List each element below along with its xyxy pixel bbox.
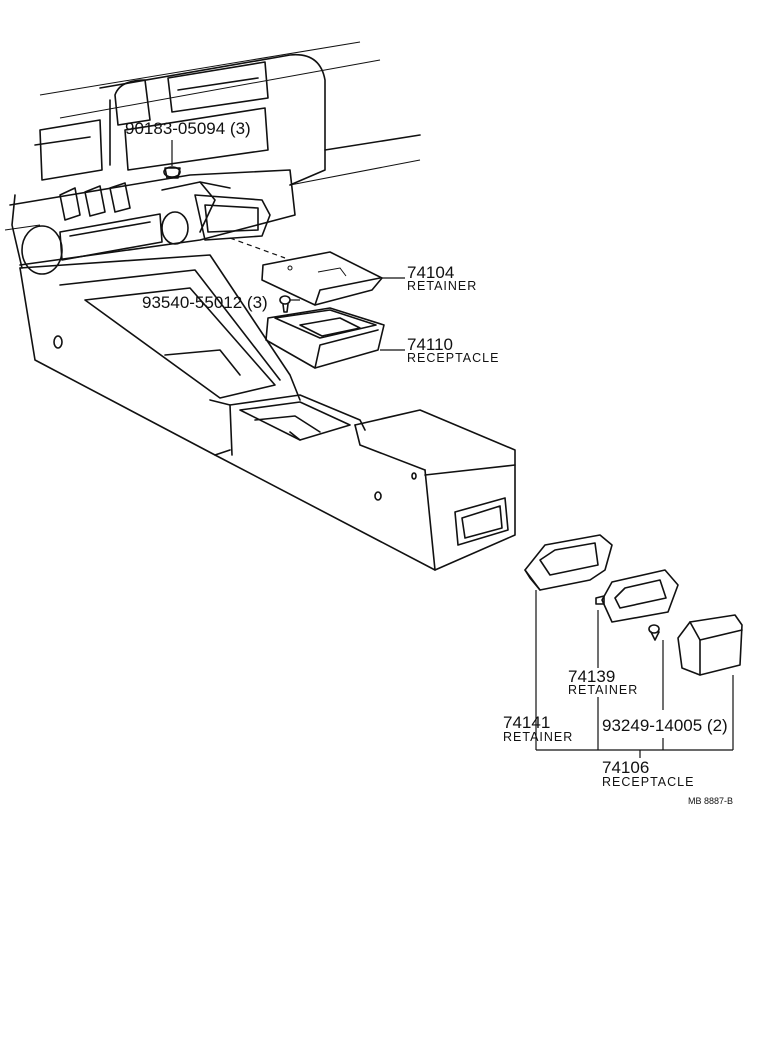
part-name-label: RECEPTACLE <box>602 775 694 789</box>
drawing-reference: MB 8887-B <box>688 796 733 806</box>
callout-74106: 74106 RECEPTACLE <box>602 758 694 789</box>
part-name-label: RETAINER <box>503 730 573 744</box>
part-74139-drawing <box>595 569 679 623</box>
callout-74110: 74110 RECEPTACLE <box>407 335 499 365</box>
part-74106-drawing <box>677 614 743 676</box>
part-93540-drawing <box>279 295 291 313</box>
part-number-label: 93249-14005 (2) <box>602 716 728 735</box>
callout-74139: 74139 RETAINER <box>568 667 638 697</box>
part-74104-drawing <box>261 251 383 306</box>
dashboard-drawing <box>4 41 421 275</box>
callout-74104: 74104 RETAINER <box>407 263 477 293</box>
part-name-label: RETAINER <box>568 683 638 697</box>
part-74141-drawing <box>524 534 613 591</box>
part-number-label: 93540-55012 (3) <box>142 293 268 312</box>
center-console-drawing <box>19 254 516 571</box>
callout-90183: 90183-05094 (3) <box>125 119 251 138</box>
callout-74141: 74141 RETAINER <box>503 713 573 744</box>
part-number-label: 74110 <box>407 335 453 354</box>
part-number-label: 74106 <box>602 758 649 777</box>
leader-lines <box>171 140 734 758</box>
part-number-label: 90183-05094 (3) <box>125 119 251 138</box>
part-number-label: 74104 <box>407 263 454 282</box>
part-74110-drawing <box>265 307 385 369</box>
part-name-label: RECEPTACLE <box>407 351 499 365</box>
part-93249-drawing <box>648 624 660 641</box>
callout-93540: 93540-55012 (3) <box>142 293 268 312</box>
part-name-label: RETAINER <box>407 279 477 293</box>
part-number-label: 74141 <box>503 713 550 732</box>
part-number-label: 74139 <box>568 667 615 686</box>
callout-93249: 93249-14005 (2) <box>602 716 728 735</box>
